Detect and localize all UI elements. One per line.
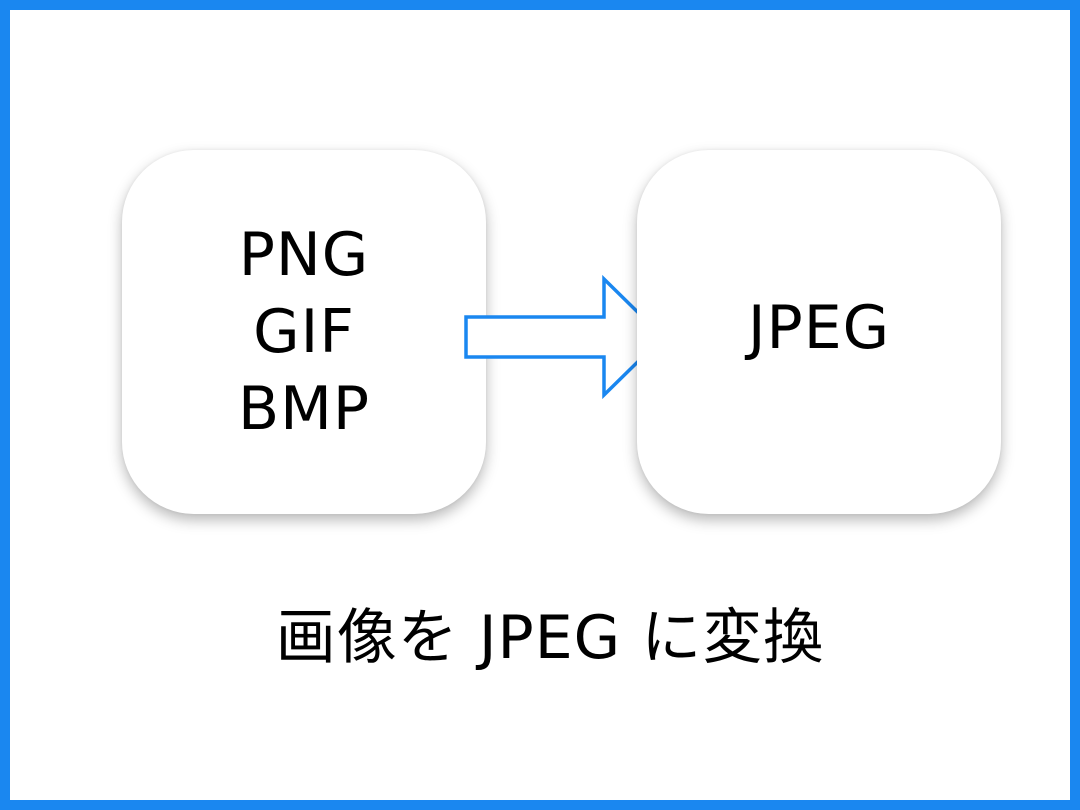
- source-format-bmp: BMP: [237, 373, 371, 444]
- right-arrow-icon: [464, 274, 666, 400]
- source-format-gif: GIF: [253, 296, 355, 367]
- source-format-png: PNG: [238, 219, 370, 290]
- diagram-caption: 画像を JPEG に変換: [275, 603, 825, 673]
- target-format-box: JPEG: [637, 150, 1001, 514]
- target-format-jpeg: JPEG: [747, 292, 891, 363]
- source-formats-box: PNG GIF BMP: [122, 150, 486, 514]
- arrow-outline: [464, 274, 666, 400]
